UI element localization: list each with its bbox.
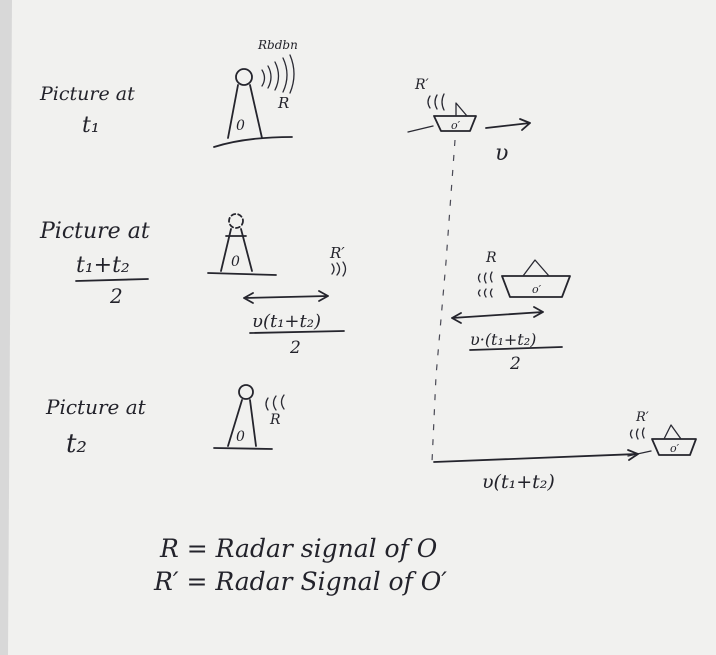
ship-o-prime-t1: o′ bbox=[451, 119, 461, 132]
ship-o-prime-mid: o′ bbox=[532, 283, 542, 296]
displacement-label-t2: υ(t₁+t₂) bbox=[482, 471, 555, 493]
legend-line-1: R = Radar signal of O bbox=[159, 534, 437, 563]
row-mid-den: 2 bbox=[109, 284, 123, 308]
row-t2-line1: Picture at bbox=[45, 395, 147, 419]
velocity-right-num: υ·(t₁+t₂) bbox=[470, 330, 536, 349]
ship-r-prime-t2: R′ bbox=[635, 410, 649, 425]
ground-t2 bbox=[214, 448, 272, 449]
row-t2-line2: t₂ bbox=[66, 429, 87, 459]
velocity-left-num: υ(t₁+t₂) bbox=[252, 311, 321, 332]
tower-o-t1: 0 bbox=[236, 118, 245, 134]
velocity-label-t1: υ bbox=[495, 141, 508, 166]
tower-r-t2: R bbox=[269, 412, 281, 428]
row-t1-line1: Picture at bbox=[39, 83, 135, 105]
tower-o-mid: 0 bbox=[231, 254, 240, 270]
velocity-right-den: 2 bbox=[509, 354, 521, 374]
tower-o-t2: 0 bbox=[236, 429, 245, 445]
ship-o-prime-t2: o′ bbox=[670, 442, 680, 455]
tower-r-prime-mid: R′ bbox=[329, 244, 345, 262]
row-mid-num: t₁+t₂ bbox=[76, 253, 130, 278]
row-t1-line2: t₁ bbox=[82, 113, 100, 138]
ship-r-mid: R bbox=[485, 250, 497, 266]
velocity-left-den: 2 bbox=[289, 338, 301, 358]
ship-r-prime-t1: R′ bbox=[414, 77, 430, 93]
tower-r-t1: R bbox=[277, 94, 289, 112]
legend-line-2: R′ = Radar Signal of O′ bbox=[153, 567, 447, 596]
tower-t1-scribble: Rbdbn bbox=[257, 38, 298, 52]
row-mid-line1: Picture at bbox=[39, 219, 150, 244]
